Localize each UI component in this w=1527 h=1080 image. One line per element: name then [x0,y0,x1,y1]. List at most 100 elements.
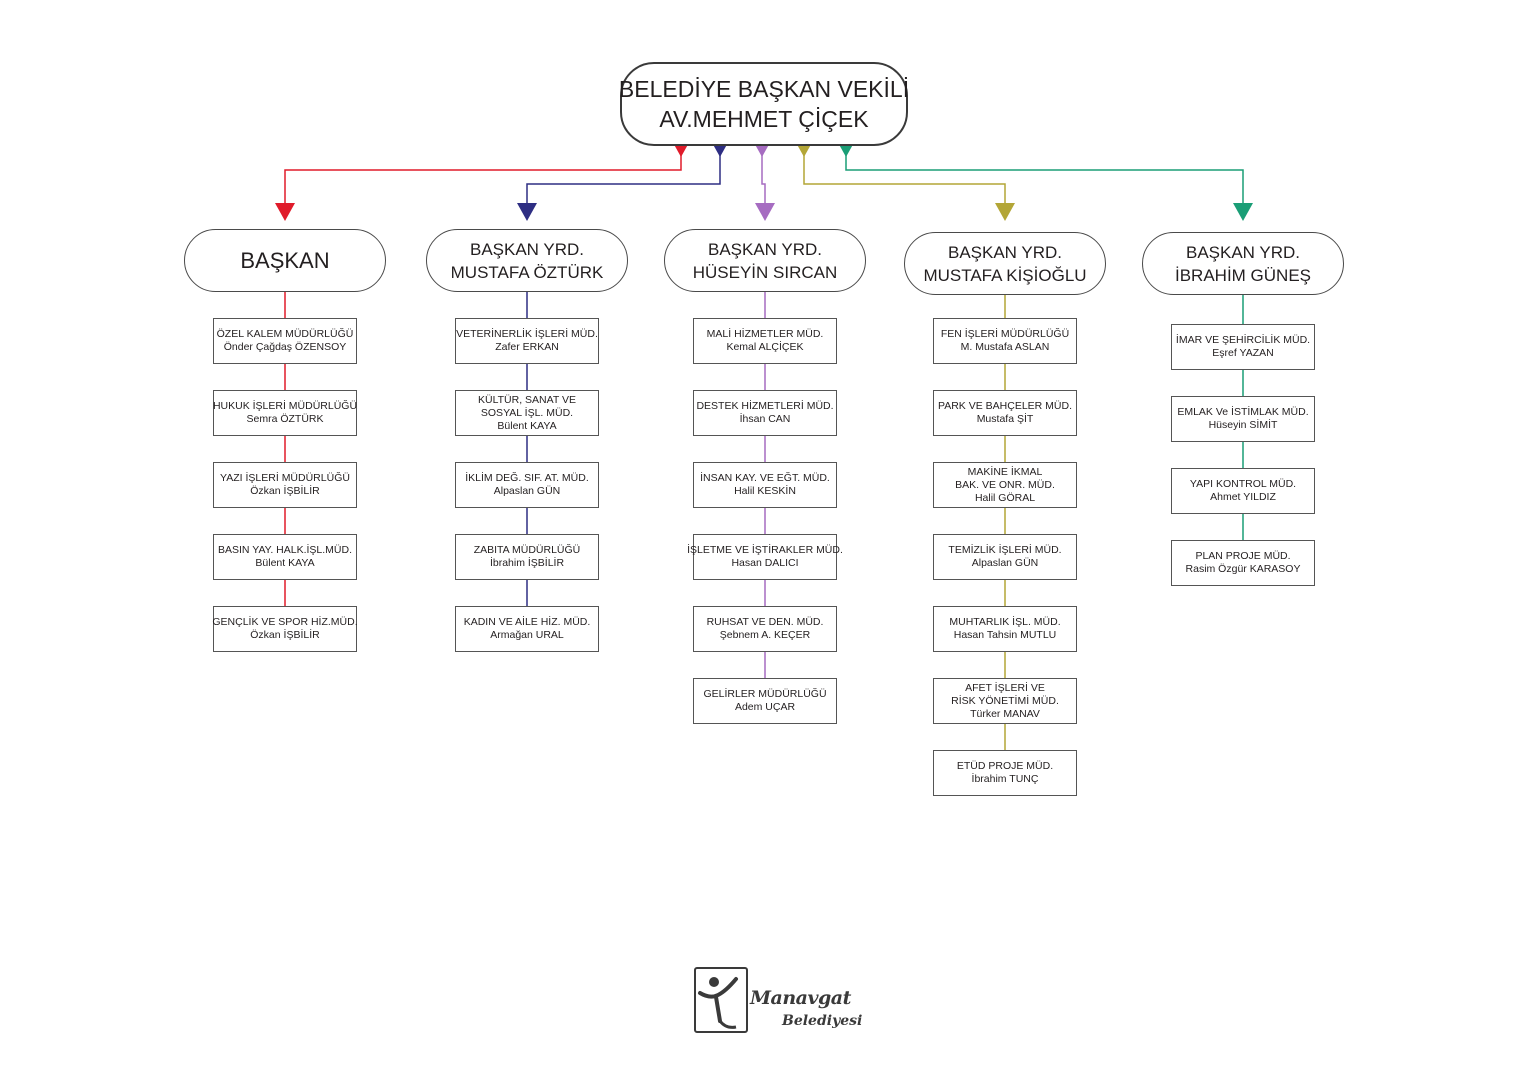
head-line: BAŞKAN YRD. [707,239,822,259]
unit-title: BASIN YAY. HALK.İŞL.MÜD. [217,544,353,556]
manavgat-logo: Manavgat Belediyesi [690,963,863,1043]
unit-title: BAK. VE ONR. MÜD. [955,478,1055,491]
unit-manager: Zafer ERKAN [495,341,559,353]
connector-3 [761,155,766,205]
unit-title: YAZI İŞLERİ MÜDÜRLÜĞÜ [220,472,350,484]
unit-manager: Hüseyin SİMİT [1208,419,1278,431]
unit-manager: Rasim Özgür KARASOY [1185,563,1301,575]
connector-1 [284,155,682,205]
unit-manager: Bülent KAYA [255,557,315,569]
unit-manager: İbrahim TUNÇ [971,773,1039,785]
unit-title: İŞLETME VE İŞTİRAKLER MÜD. [687,544,843,556]
unit-title: SOSYAL İŞL. MÜD. [480,406,574,419]
head-line: BAŞKAN YRD. [469,239,584,259]
unit-box: MUHTARLIK İŞL. MÜD.Hasan Tahsin MUTLU [933,606,1077,652]
logo-text-sub: Belediyesi [782,1013,863,1029]
head-arrow-1-icon [275,203,295,221]
unit-title: YAPI KONTROL MÜD. [1189,478,1297,490]
unit-title: PARK VE BAHÇELER MÜD. [938,400,1073,412]
unit-title: VETERİNERLİK İŞLERİ MÜD. [456,328,598,340]
head-line: BAŞKAN YRD. [947,242,1062,262]
unit-title: KADIN VE AİLE HİZ. MÜD. [463,616,591,628]
unit-title: İMAR VE ŞEHİRCİLİK MÜD. [1175,334,1311,346]
head-arrow-5-icon [1233,203,1253,221]
head-node-4: BAŞKAN YRD. MUSTAFA KİŞİOĞLU [904,232,1106,295]
head-arrow-4-icon [995,203,1015,221]
unit-title: MUHTARLIK İŞL. MÜD. [949,616,1061,628]
unit-title: ZABITA MÜDÜRLÜĞÜ [473,544,581,556]
unit-manager: Ahmet YILDIZ [1210,491,1276,503]
head-node-1: BAŞKAN [184,229,386,292]
unit-title: ETÜD PROJE MÜD. [956,760,1054,772]
unit-manager: Halil GÖRAL [974,491,1036,504]
unit-box: EMLAK Ve İSTİMLAK MÜD.Hüseyin SİMİT [1171,396,1315,442]
unit-manager: Mustafa ŞİT [976,413,1034,425]
unit-box: İMAR VE ŞEHİRCİLİK MÜD.Eşref YAZAN [1171,324,1315,370]
head-line: MUSTAFA ÖZTÜRK [450,262,604,282]
unit-manager: Önder Çağdaş ÖZENSOY [223,341,347,353]
unit-manager: Adem UÇAR [734,701,796,713]
unit-manager: Kemal ALÇİÇEK [726,341,804,353]
unit-manager: Alpaslan GÜN [971,557,1039,569]
unit-title: RUHSAT VE DEN. MÜD. [706,616,824,628]
connector-2 [526,155,721,205]
unit-title: KÜLTÜR, SANAT VE [477,393,577,406]
unit-box: KADIN VE AİLE HİZ. MÜD.Armağan URAL [455,606,599,652]
unit-manager: Hasan Tahsin MUTLU [953,629,1057,641]
head-line: BAŞKAN YRD. [1185,242,1300,262]
head-line: İBRAHİM GÜNEŞ [1174,265,1312,285]
unit-manager: Armağan URAL [490,629,564,641]
unit-title: AFET İŞLERİ VE [965,681,1045,694]
unit-box: PARK VE BAHÇELER MÜD.Mustafa ŞİT [933,390,1077,436]
unit-box: PLAN PROJE MÜD.Rasim Özgür KARASOY [1171,540,1315,586]
head-arrow-2-icon [517,203,537,221]
unit-box: RUHSAT VE DEN. MÜD.Şebnem A. KEÇER [693,606,837,652]
unit-box: TEMİZLİK İŞLERİ MÜD.Alpaslan GÜN [933,534,1077,580]
unit-box: DESTEK HİZMETLERİ MÜD.İhsan CAN [693,390,837,436]
unit-title: DESTEK HİZMETLERİ MÜD. [696,400,834,412]
unit-manager: M. Mustafa ASLAN [960,341,1050,353]
unit-manager: Eşref YAZAN [1212,347,1274,359]
logo-mark-icon [694,967,748,1033]
unit-box: İKLİM DEĞ. SIF. AT. MÜD.Alpaslan GÜN [455,462,599,508]
top-title: BELEDİYE BAŞKAN VEKİLİ [618,76,910,102]
unit-title: FEN İŞLERİ MÜDÜRLÜĞÜ [940,328,1070,340]
unit-box: YAPI KONTROL MÜD.Ahmet YILDIZ [1171,468,1315,514]
unit-box: ETÜD PROJE MÜD.İbrahim TUNÇ [933,750,1077,796]
unit-manager: İhsan CAN [739,413,791,425]
head-line: HÜSEYİN SIRCAN [692,262,838,282]
unit-box: İŞLETME VE İŞTİRAKLER MÜD.Hasan DALICI [687,534,843,580]
head-node-3: BAŞKAN YRD. HÜSEYİN SIRCAN [664,229,866,292]
unit-manager: Semra ÖZTÜRK [246,413,324,425]
unit-title: İNSAN KAY. VE EĞT. MÜD. [700,472,830,484]
unit-box: MALİ HİZMETLER MÜD.Kemal ALÇİÇEK [693,318,837,364]
unit-title: HUKUK İŞLERİ MÜDÜRLÜĞÜ [212,400,358,412]
unit-title: İKLİM DEĞ. SIF. AT. MÜD. [465,472,589,484]
unit-manager: Özkan İŞBİLİR [250,485,320,497]
unit-box: VETERİNERLİK İŞLERİ MÜD.Zafer ERKAN [455,318,599,364]
head-node-2: BAŞKAN YRD. MUSTAFA ÖZTÜRK [426,229,628,292]
unit-title: GELİRLER MÜDÜRLÜĞÜ [703,688,827,700]
unit-title: PLAN PROJE MÜD. [1195,550,1291,562]
unit-title: ÖZEL KALEM MÜDÜRLÜĞÜ [216,328,354,340]
head-line: MUSTAFA KİŞİOĞLU [923,265,1087,285]
top-name: AV.MEHMET ÇİÇEK [659,106,869,132]
unit-manager: Şebnem A. KEÇER [719,629,811,641]
connector-5 [845,155,1244,205]
logo-text-name: Manavgat [750,987,851,1009]
unit-title: MAKİNE İKMAL [967,465,1043,478]
unit-manager: Türker MANAV [970,707,1040,720]
unit-title: MALİ HİZMETLER MÜD. [706,328,824,340]
unit-box: BASIN YAY. HALK.İŞL.MÜD.Bülent KAYA [213,534,357,580]
unit-title: GENÇLİK VE SPOR HİZ.MÜD. [212,616,358,628]
unit-box: İNSAN KAY. VE EĞT. MÜD.Halil KESKİN [693,462,837,508]
unit-manager: Halil KESKİN [734,485,796,497]
unit-box: GENÇLİK VE SPOR HİZ.MÜD.Özkan İŞBİLİR [212,606,358,652]
head-arrow-3-icon [755,203,775,221]
